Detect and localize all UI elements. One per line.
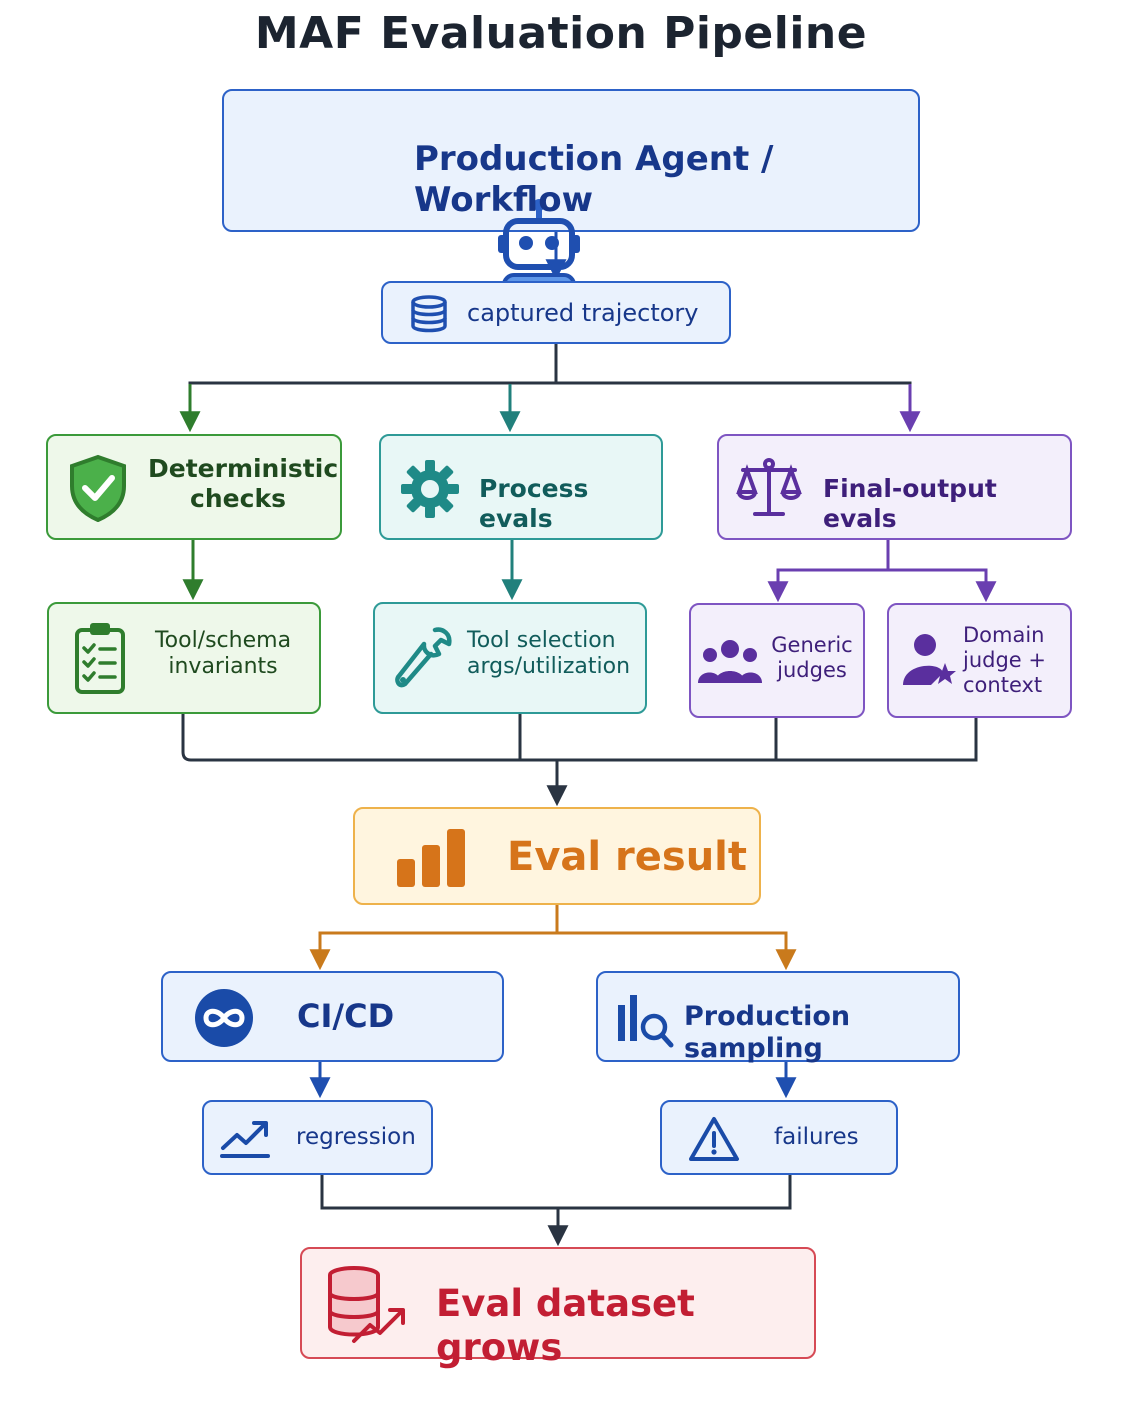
checklist-icon [75, 623, 125, 694]
gear-icon [401, 460, 459, 518]
dataset-node: Eval dataset grows [300, 1247, 816, 1369]
trend-up-icon [220, 1121, 270, 1158]
failures-label: failures [774, 1124, 859, 1150]
edge-trajectory-fanout [179, 344, 921, 433]
warning-icon [689, 1117, 739, 1161]
bar-chart-icon [397, 829, 465, 887]
infinity-icon [195, 989, 253, 1047]
process-label: Process evals [479, 474, 589, 533]
group-icon [698, 640, 762, 683]
cicd-node: CI/CD [161, 971, 504, 1062]
dataset-label: Eval dataset grows [436, 1282, 695, 1370]
generic-judges-label: Generic judges [771, 633, 853, 683]
edge-eval-result-fanout [309, 905, 797, 971]
eval-result-node: Eval result [353, 807, 761, 905]
tool-selection-node: Tool selection args/utilization [373, 602, 647, 714]
regression-node: regression [202, 1100, 433, 1175]
user-star-icon [903, 634, 956, 685]
final-output-label: Final-output evals [823, 474, 997, 533]
tool-selection-label: Tool selection args/utilization [467, 628, 631, 680]
database-icon [411, 295, 447, 333]
generic-judges-node: Generic judges [689, 603, 865, 718]
final-output-node: Final-output evals [717, 434, 1072, 540]
tool-schema-node: Tool/schema invariants [47, 602, 321, 714]
prod-sampling-label: Production sampling [684, 1001, 851, 1065]
diagram-title: MAF Evaluation Pipeline [254, 8, 868, 59]
shield-check-icon [70, 454, 126, 522]
deterministic-node: Deterministic checks [46, 434, 342, 540]
domain-judge-label: Domain judge + context [963, 623, 1046, 698]
chart-search-icon [618, 995, 674, 1048]
eval-result-label: Eval result [507, 834, 747, 880]
failures-node: failures [660, 1100, 898, 1175]
scales-icon [736, 458, 802, 516]
agent-label: Production Agent / Workflow [414, 139, 774, 220]
regression-label: regression [296, 1124, 416, 1150]
prod-sampling-node: Production sampling [596, 971, 960, 1064]
deterministic-label: Deterministic checks [148, 454, 339, 513]
trajectory-label: captured trajectory [467, 299, 699, 327]
edge-fanin-to-eval-result [181, 714, 978, 807]
domain-judge-node: Domain judge + context [887, 603, 1072, 718]
wrench-icon [395, 627, 452, 688]
database-growth-icon [328, 1266, 405, 1343]
tool-schema-label: Tool/schema invariants [154, 628, 292, 680]
edge-fanin-to-dataset [320, 1175, 792, 1247]
agent-node: Production Agent / Workflow [222, 89, 920, 307]
edge-final-output-fanout [767, 540, 997, 603]
trajectory-node: captured trajectory [381, 281, 731, 344]
cicd-label: CI/CD [297, 997, 395, 1035]
process-node: Process evals [379, 434, 663, 540]
